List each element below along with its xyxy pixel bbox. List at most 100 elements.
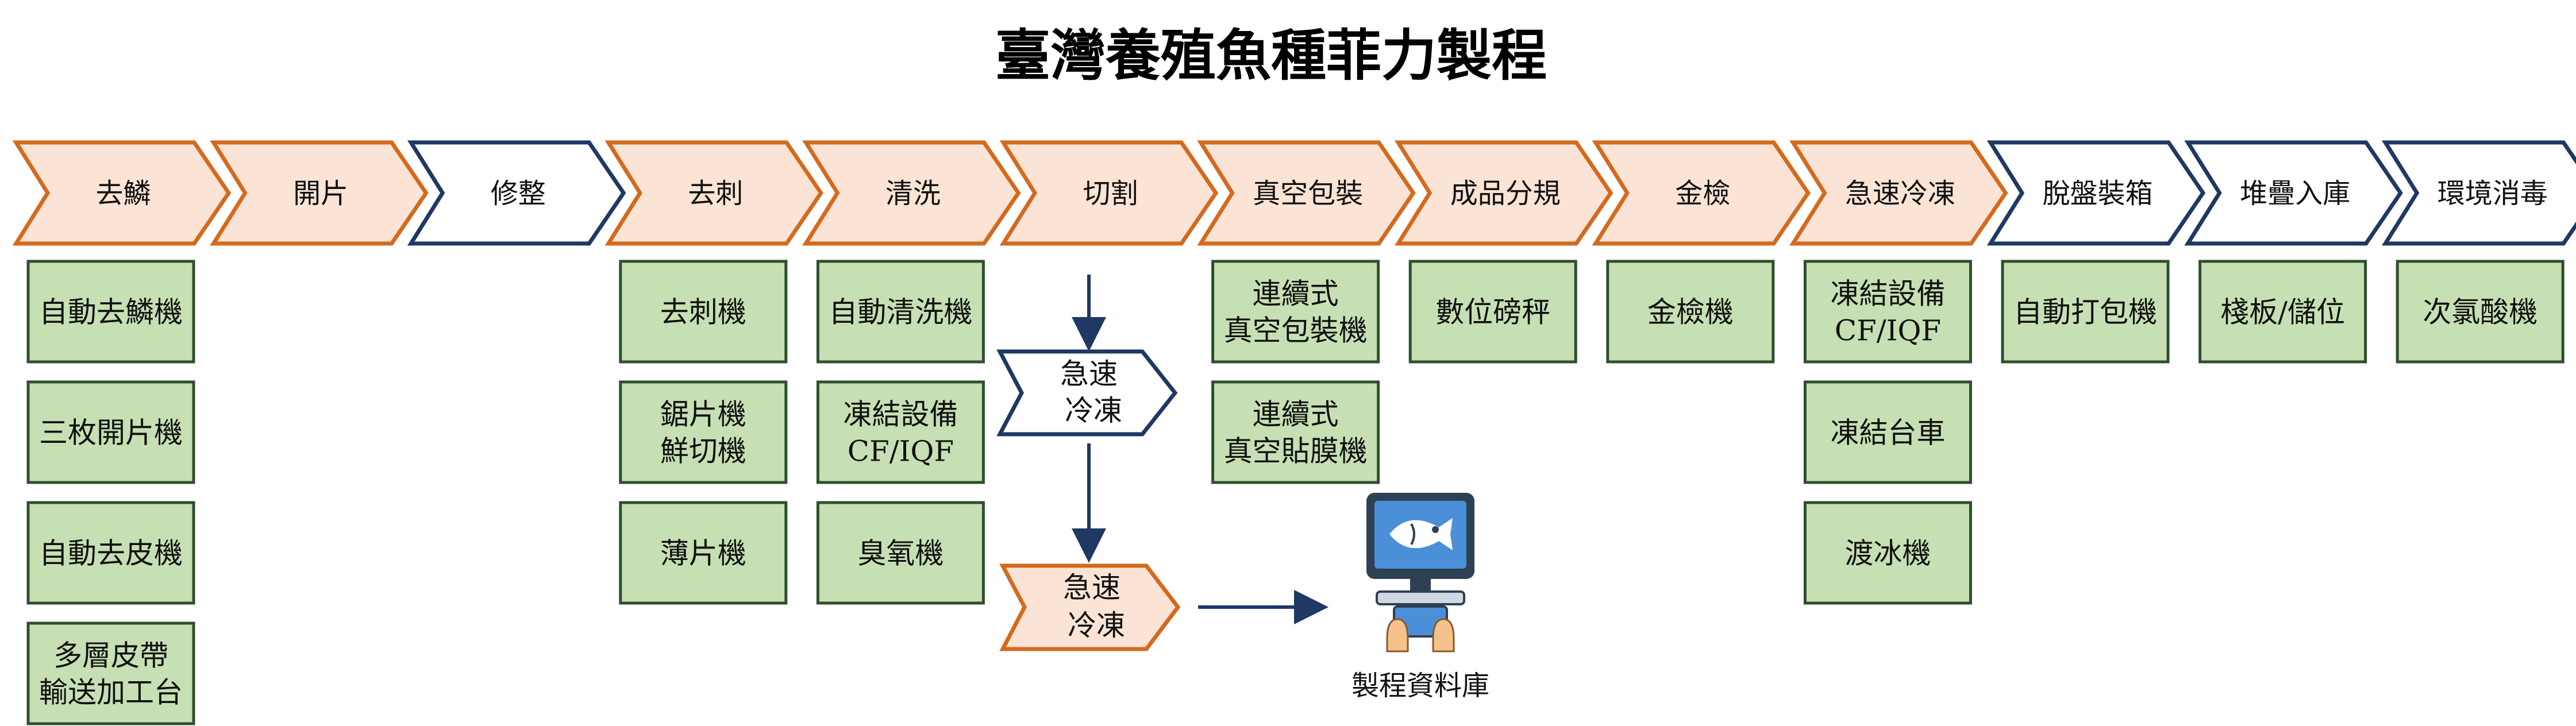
equipment-label-line: 連續式	[1253, 398, 1339, 431]
equipment-columns: 自動去鱗機三枚開片機自動去皮機多層皮帶輸送加工台去刺機鋸片機鮮切機薄片機自動清洗…	[26, 260, 2565, 725]
equipment-label-line: 多層皮帶	[53, 639, 168, 673]
step-11: 脫盤裝箱	[1986, 140, 2206, 246]
equipment-box-frame	[1803, 501, 1972, 605]
equipment-label: 薄片機	[660, 537, 746, 570]
equipment-box-frame	[26, 260, 195, 364]
step-label: 環境消毒	[2438, 177, 2548, 210]
step-label: 去刺	[688, 177, 743, 210]
step-2: 開片	[210, 140, 429, 246]
branch-node-1-line-1: 急速	[1060, 357, 1118, 391]
equipment-label-line: 凍結設備	[1830, 277, 1945, 311]
equipment-label-line: 凍結台車	[1830, 416, 1945, 450]
step-chevron-shape	[1197, 140, 1416, 246]
branch-node-1-shape	[996, 349, 1178, 437]
equipment-label: 渡冰機	[1845, 537, 1931, 570]
step-10: 急速冷凍	[1789, 140, 2008, 246]
computer-fish-icon	[1366, 493, 1474, 652]
step-label: 修整	[491, 177, 546, 210]
equipment-label: 金檢機	[1647, 296, 1734, 329]
equipment-box: 次氯酸機	[2396, 260, 2565, 364]
equipment-label: 多層皮帶輸送加工台	[39, 639, 183, 709]
equipment-label: 三枚開片機	[39, 416, 183, 450]
step-chevron-shape	[407, 140, 626, 246]
equipment-box: 金檢機	[1606, 260, 1775, 364]
equipment-label: 去刺機	[660, 296, 746, 329]
step-label: 脫盤裝箱	[2042, 177, 2153, 210]
step-3: 修整	[407, 140, 626, 246]
equipment-label: 凍結台車	[1830, 416, 1945, 450]
step-chevron-shape	[802, 140, 1021, 246]
step-chevron-shape	[12, 140, 232, 246]
step-chevron-shape	[210, 140, 429, 246]
equipment-box: 三枚開片機	[26, 380, 195, 484]
step-5: 清洗	[802, 140, 1021, 246]
step-4: 去刺	[604, 140, 824, 246]
equipment-box-frame	[1803, 380, 1972, 484]
svg-text:急速 冷凍: 急速 冷凍	[1063, 571, 1130, 642]
step-label: 堆疊入庫	[2240, 177, 2350, 210]
equipment-box-frame	[2396, 260, 2565, 364]
equipment-label: 連續式真空包裝機	[1224, 277, 1368, 347]
equipment-label-line: 真空貼膜機	[1224, 435, 1368, 468]
database-label: 製程資料庫	[1351, 670, 1489, 702]
equipment-box-frame	[816, 260, 985, 364]
equipment-label-line: CF/IQF	[848, 435, 954, 468]
equipment-box: 棧板/儲位	[2198, 260, 2367, 364]
svg-text:急速 冷凍: 急速 冷凍	[1060, 357, 1127, 427]
step-12: 堆疊入庫	[2184, 140, 2403, 246]
equipment-label: 自動清洗機	[829, 296, 972, 329]
equipment-label-line: 渡冰機	[1845, 537, 1931, 570]
equipment-box-frame	[26, 621, 195, 725]
equipment-box: 凍結台車	[1803, 380, 1972, 484]
equipment-label-line: 連續式	[1253, 277, 1339, 311]
branch-flow: 急速 冷凍 急速 冷凍 製程資料庫	[996, 275, 1489, 702]
step-chevron-shape	[999, 140, 1219, 246]
equipment-label-line: 真空包裝機	[1224, 314, 1368, 347]
branch-node-2-shape	[999, 563, 1181, 651]
equipment-label-line: CF/IQF	[1835, 314, 1941, 347]
equipment-label: 自動打包機	[2013, 296, 2157, 329]
equipment-label: 鋸片機鮮切機	[660, 398, 746, 468]
step-chevron-shape	[2381, 140, 2576, 246]
equipment-label-line: 次氯酸機	[2423, 296, 2538, 329]
step-7: 真空包裝	[1197, 140, 1416, 246]
equipment-box-frame	[816, 501, 985, 605]
equipment-box: 渡冰機	[1803, 501, 1972, 605]
branch-node-freeze-2: 急速 冷凍	[999, 563, 1181, 651]
step-9: 金檢	[1592, 140, 1811, 246]
equipment-box-frame	[619, 260, 788, 364]
equipment-box-frame	[26, 501, 195, 605]
equipment-label-line: 去刺機	[660, 296, 746, 329]
equipment-box: 自動去皮機	[26, 501, 195, 605]
equipment-label-line: 自動打包機	[2013, 296, 2157, 329]
equipment-box: 連續式真空貼膜機	[1211, 380, 1380, 484]
step-label: 切割	[1083, 177, 1138, 210]
equipment-label-line: 輸送加工台	[39, 676, 183, 709]
step-8: 成品分規	[1394, 140, 1614, 246]
equipment-box: 自動清洗機	[816, 260, 985, 364]
equipment-label-line: 三枚開片機	[39, 416, 183, 450]
step-chevron-shape	[1986, 140, 2206, 246]
equipment-label: 次氯酸機	[2423, 296, 2538, 329]
step-chevron-shape	[604, 140, 824, 246]
step-label: 金檢	[1675, 177, 1730, 210]
equipment-box-frame	[1803, 260, 1972, 364]
equipment-label-line: 薄片機	[660, 537, 746, 570]
equipment-box: 臭氧機	[816, 501, 985, 605]
equipment-box: 自動打包機	[2001, 260, 2170, 364]
equipment-box-frame	[1211, 380, 1380, 484]
equipment-box-frame	[619, 501, 788, 605]
equipment-label: 臭氧機	[857, 537, 944, 570]
step-1: 去鱗	[12, 140, 232, 246]
equipment-label-line: 金檢機	[1647, 296, 1734, 329]
equipment-label: 連續式真空貼膜機	[1224, 398, 1368, 468]
equipment-box: 去刺機	[619, 260, 788, 364]
equipment-box-frame	[816, 380, 985, 484]
equipment-label-line: 自動清洗機	[829, 296, 972, 329]
branch-node-2-line-1: 急速	[1063, 571, 1120, 604]
step-6: 切割	[999, 140, 1219, 246]
step-13: 環境消毒	[2381, 140, 2576, 246]
step-label: 去鱗	[95, 177, 151, 210]
